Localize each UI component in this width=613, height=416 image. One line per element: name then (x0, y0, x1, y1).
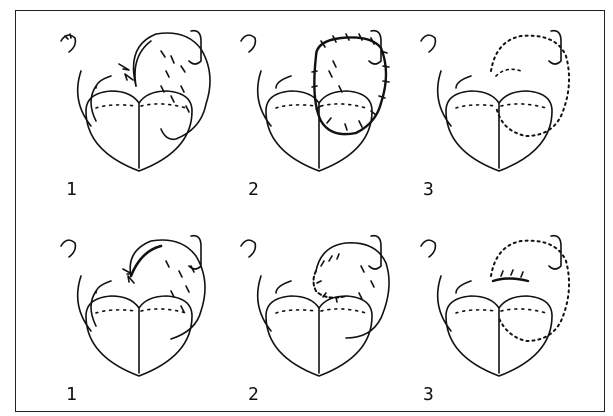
illustration-bottom-1 (41, 221, 226, 401)
panel-label-bottom-2: 2 (248, 386, 259, 404)
illustration-top-1 (41, 16, 226, 196)
illustration-top-3 (401, 16, 586, 196)
illustration-top-2 (221, 16, 406, 196)
illustration-bottom-3 (401, 221, 586, 401)
panel-label-bottom-3: 3 (423, 386, 434, 404)
panel-label-bottom-1: 1 (66, 386, 77, 404)
panel-top-2 (221, 16, 406, 196)
panel-bottom-1 (41, 221, 226, 401)
panel-label-top-2: 2 (248, 181, 259, 199)
panel-bottom-2 (221, 221, 406, 401)
panel-bottom-3 (401, 221, 586, 401)
figure-frame: 1 2 3 (15, 10, 605, 412)
panel-top-1 (41, 16, 226, 196)
panel-label-top-1: 1 (66, 181, 77, 199)
panel-label-top-3: 3 (423, 181, 434, 199)
illustration-bottom-2 (221, 221, 406, 401)
panel-top-3 (401, 16, 586, 196)
